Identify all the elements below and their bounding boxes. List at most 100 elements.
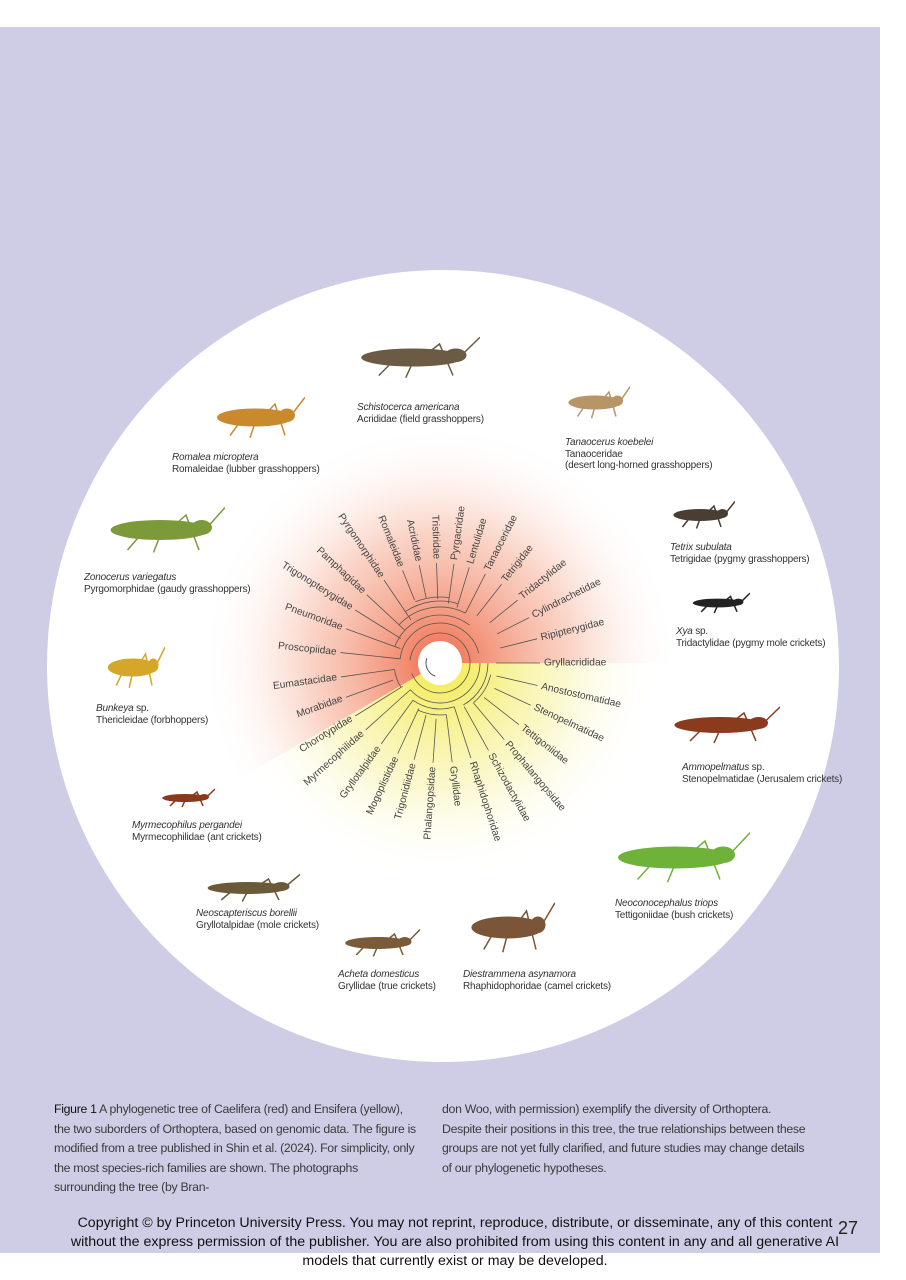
branch-ripipterygidae	[500, 638, 538, 649]
internal-branch	[409, 662, 481, 704]
family-name: Thericleidae (forbhoppers)	[96, 714, 209, 726]
family-name: Stenopelmatidae (Jerusalem crickets)	[682, 773, 843, 785]
caption-text: A phylogenetic tree of Caelifera (red) a…	[54, 1102, 416, 1195]
species-name: Neoscapteriscus borellii	[196, 908, 297, 919]
insect-photo	[110, 507, 225, 553]
branch-tanaoceridae	[465, 573, 486, 614]
caelifera-shading	[190, 413, 690, 788]
branch-eumastacidae	[340, 669, 395, 678]
branch-prophalangopsidae	[473, 702, 505, 740]
figure-caption-col1: Figure 1 A phylogenetic tree of Caelifer…	[54, 1100, 419, 1198]
family-name: Tanaoceridae	[565, 448, 623, 460]
branch-anostostomatidae	[496, 675, 538, 686]
family-name: Myrmecophilidae (ant crickets)	[132, 831, 262, 843]
figure-caption-col2: don Woo, with permission) exemplify the …	[442, 1102, 806, 1175]
branch-schizodactylidae	[463, 706, 489, 751]
family-name: Gryllidae (true crickets)	[338, 980, 436, 992]
internal-branch	[409, 632, 471, 694]
family-common-name: (desert long-horned grasshoppers)	[565, 460, 713, 471]
branch-tettigoniidae	[483, 697, 520, 725]
branch-trigonopterygidae	[354, 609, 402, 639]
insect-photo	[471, 902, 555, 953]
branch-pamphagidae	[366, 594, 406, 631]
species-name: Ammopelmatus	[682, 762, 750, 773]
internal-branch	[417, 709, 447, 716]
branch-pyrgacridae	[447, 563, 455, 604]
species-name: Tanaocerus koebelei	[565, 437, 654, 448]
branch-morabidae	[345, 679, 394, 698]
family-label: Tristiridae	[429, 515, 442, 560]
species-suffix: sp.	[692, 626, 708, 637]
species-suffix: sp.	[133, 703, 149, 714]
branch-tetrigidae	[476, 583, 502, 616]
photo-caption: Xya sp.Tridactylidae (pygmy mole cricket…	[676, 626, 826, 649]
root-branch	[425, 658, 436, 677]
insect-photo	[674, 706, 780, 744]
branch-gryllotalpidae	[380, 699, 414, 745]
species-name: Neoconocephalus triops	[615, 898, 718, 909]
insect-photo	[692, 592, 750, 614]
family-name: Romaleidae (lubber grasshoppers)	[172, 463, 320, 475]
insect-photo	[107, 646, 165, 688]
insect-photo	[207, 873, 300, 902]
family-label: Gryllacrididae	[544, 658, 607, 669]
branch-myrmecophilidae	[365, 689, 411, 731]
internal-branch	[394, 614, 470, 647]
insect-photo	[618, 832, 750, 883]
branch-chorotypidae	[354, 685, 403, 717]
internal-branch	[412, 699, 455, 710]
species-name: Schistocerca americana	[357, 402, 460, 413]
branch-proscopiidae	[340, 652, 401, 660]
branch-lentulidae	[456, 567, 470, 608]
family-name: Rhaphidophoridae (camel crickets)	[463, 980, 611, 992]
ensifera-shading	[240, 663, 671, 893]
species-name: Zonocerus variegatus	[84, 572, 177, 583]
branch-phalangopsidae	[432, 718, 437, 763]
branch-tridactylidae	[489, 599, 518, 624]
family-name: Tridactylidae (pygmy mole crickets)	[676, 637, 826, 649]
branch-acrididae	[418, 565, 427, 599]
figure-label: Figure 1	[54, 1102, 97, 1116]
branch-rhaphidophoridae	[453, 706, 472, 759]
family-name: Tetrigidae (pygmy grasshoppers)	[670, 553, 810, 565]
branch-romaleidae	[402, 570, 415, 601]
internal-branch	[399, 622, 480, 659]
family-label: Gryllidae	[447, 766, 463, 808]
species-name: Myrmecophilus pergandei	[132, 820, 242, 831]
insect-photo	[568, 386, 630, 419]
species-name: Tetrix subulata	[670, 542, 732, 553]
family-label: Phalangopsidae	[422, 766, 438, 840]
internal-branch	[473, 674, 492, 704]
branch-mogoplistidae	[397, 708, 420, 754]
internal-branch	[398, 606, 466, 626]
species-name: Xya	[676, 626, 693, 637]
species-name: Bunkeya	[96, 703, 134, 714]
branch-pneumoridae	[345, 628, 401, 650]
page-number: 27	[838, 1218, 859, 1238]
species-name: Acheta domesticus	[338, 969, 420, 980]
branch-gryllidae	[445, 714, 453, 763]
branch-pyrgomorphidae	[383, 579, 412, 621]
insect-photo	[345, 928, 420, 957]
copyright-notice: Copyright © by Princeton University Pres…	[70, 1215, 840, 1269]
insect-photo	[361, 336, 480, 379]
family-name: Tettigoniidae (bush crickets)	[615, 909, 734, 921]
family-name: Pyrgomorphidae (gaudy grasshoppers)	[84, 583, 251, 595]
species-name: Diestrammena asynamora	[463, 969, 576, 980]
branch-trigonidiidae	[413, 715, 427, 760]
family-name: Gryllotalpidae (mole crickets)	[196, 919, 319, 931]
internal-branch	[394, 669, 402, 688]
photo-caption: Ammopelmatus sp.Stenopelmatidae (Jerusal…	[682, 762, 842, 785]
insect-photo	[673, 501, 735, 529]
photo-caption: Bunkeya sp.Thericleidae (forbhoppers)	[96, 703, 208, 726]
